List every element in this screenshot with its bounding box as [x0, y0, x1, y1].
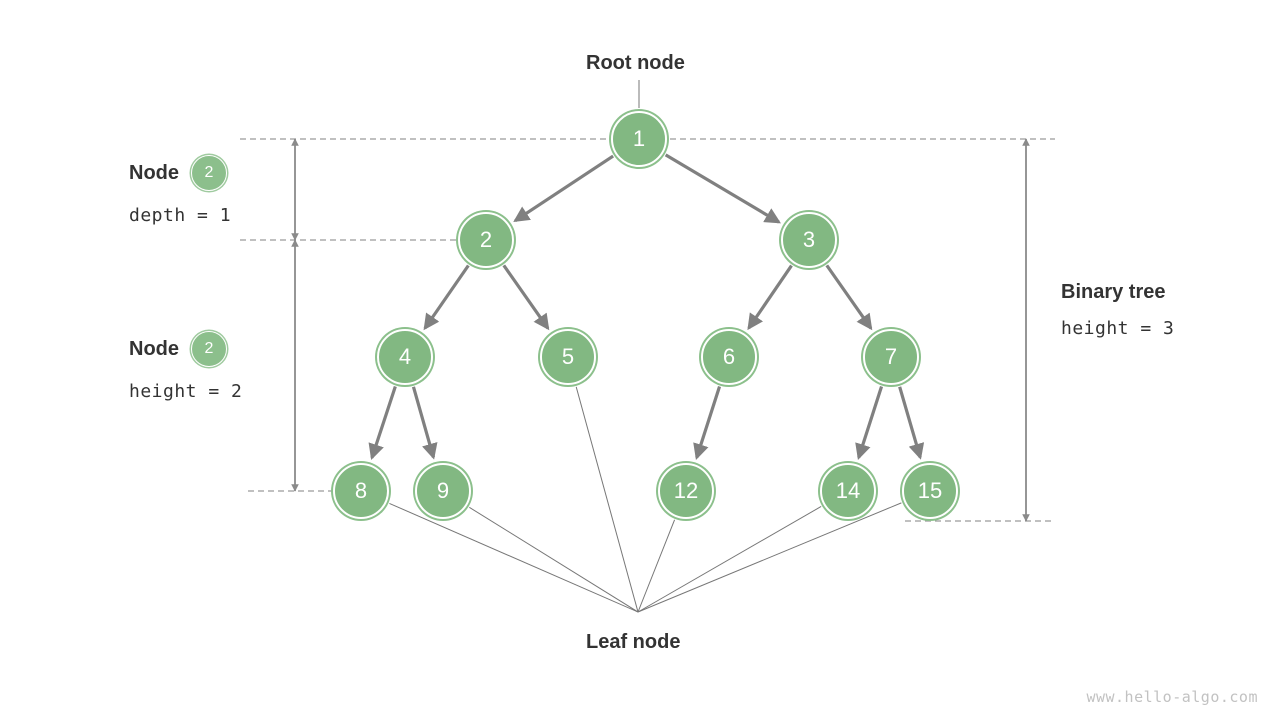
tree-edge-n1-n3: [664, 153, 781, 224]
tree-edges: [368, 153, 925, 461]
leaf-pointer-n9: [469, 506, 639, 613]
tree-edge-n1-n2: [513, 154, 615, 223]
leaf-pointer-n12: [637, 519, 676, 613]
tree-edge-n2-n4: [423, 264, 470, 331]
annotation-tree-height-title: Binary tree: [1061, 281, 1174, 304]
tree-node-3[interactable]: 3: [781, 212, 837, 268]
tree-edge-n4-n9: [411, 386, 438, 460]
annotation-node-depth-code: depth = 1: [129, 205, 232, 226]
tree-edge-n4-n8: [368, 385, 397, 461]
leaf-pointer-n15: [637, 502, 902, 613]
leaf-pointer-n14: [637, 506, 822, 613]
annotation-node-depth-badge: 2: [191, 155, 227, 191]
tree-edge-n7-n15: [898, 386, 925, 460]
tree-edge-n3-n7: [825, 264, 873, 331]
tree-node-label: 4: [398, 344, 412, 369]
annotation-node-depth: Node 2 depth = 1: [129, 155, 231, 226]
watermark: www.hello-algo.com: [1086, 688, 1258, 706]
tree-edge-n7-n14: [855, 386, 884, 460]
tree-node-8[interactable]: 8: [333, 463, 389, 519]
leaf-pointer-n5: [575, 386, 639, 613]
tree-node-label: 2: [479, 227, 493, 252]
leaf-pointer-lines: [389, 386, 902, 613]
tree-node-label: 3: [802, 227, 816, 252]
tree-node-label: 15: [917, 478, 943, 503]
tree-node-label: 8: [354, 478, 368, 503]
annotation-node-height-code: height = 2: [129, 381, 243, 402]
tree-node-7[interactable]: 7: [863, 329, 919, 385]
annotation-node-height-label: Node: [129, 337, 179, 360]
tree-node-label: 12: [673, 478, 699, 503]
measure-arrows: [291, 138, 1030, 522]
tree-node-2[interactable]: 2: [458, 212, 514, 268]
root-node-caption: Root node: [586, 52, 685, 74]
tree-node-label: 7: [884, 344, 898, 369]
tree-node-label: 14: [835, 478, 861, 503]
tree-node-4[interactable]: 4: [377, 329, 433, 385]
annotation-node-height: Node 2 height = 2: [129, 331, 242, 402]
annotation-node-height-badge: 2: [191, 331, 227, 367]
annotation-tree-height-label: Binary tree: [1061, 281, 1166, 303]
tree-node-9[interactable]: 9: [415, 463, 471, 519]
leaf-pointer-n8: [389, 502, 639, 613]
tree-node-label: 9: [436, 478, 450, 503]
tree-edge-n2-n5: [502, 264, 550, 331]
leaf-node-caption: Leaf node: [586, 631, 681, 653]
annotation-tree-height: Binary tree height = 3: [1061, 281, 1174, 339]
annotation-tree-height-code: height = 3: [1061, 318, 1175, 339]
tree-node-1[interactable]: 1: [611, 111, 667, 167]
tree-node-6[interactable]: 6: [701, 329, 757, 385]
tree-node-14[interactable]: 14: [820, 463, 876, 519]
guide-lines: [240, 138, 1055, 522]
tree-node-12[interactable]: 12: [658, 463, 714, 519]
tree-edge-n6-n12: [693, 386, 722, 460]
annotation-node-depth-title: Node 2: [129, 155, 231, 191]
tree-node-label: 6: [722, 344, 736, 369]
tree-node-15[interactable]: 15: [902, 463, 958, 519]
annotation-node-height-title: Node 2: [129, 331, 242, 367]
tree-node-label: 1: [632, 126, 646, 151]
tree-node-label: 5: [561, 344, 575, 369]
tree-node-5[interactable]: 5: [540, 329, 596, 385]
tree-edge-n3-n6: [747, 264, 793, 331]
annotation-node-depth-label: Node: [129, 161, 179, 184]
